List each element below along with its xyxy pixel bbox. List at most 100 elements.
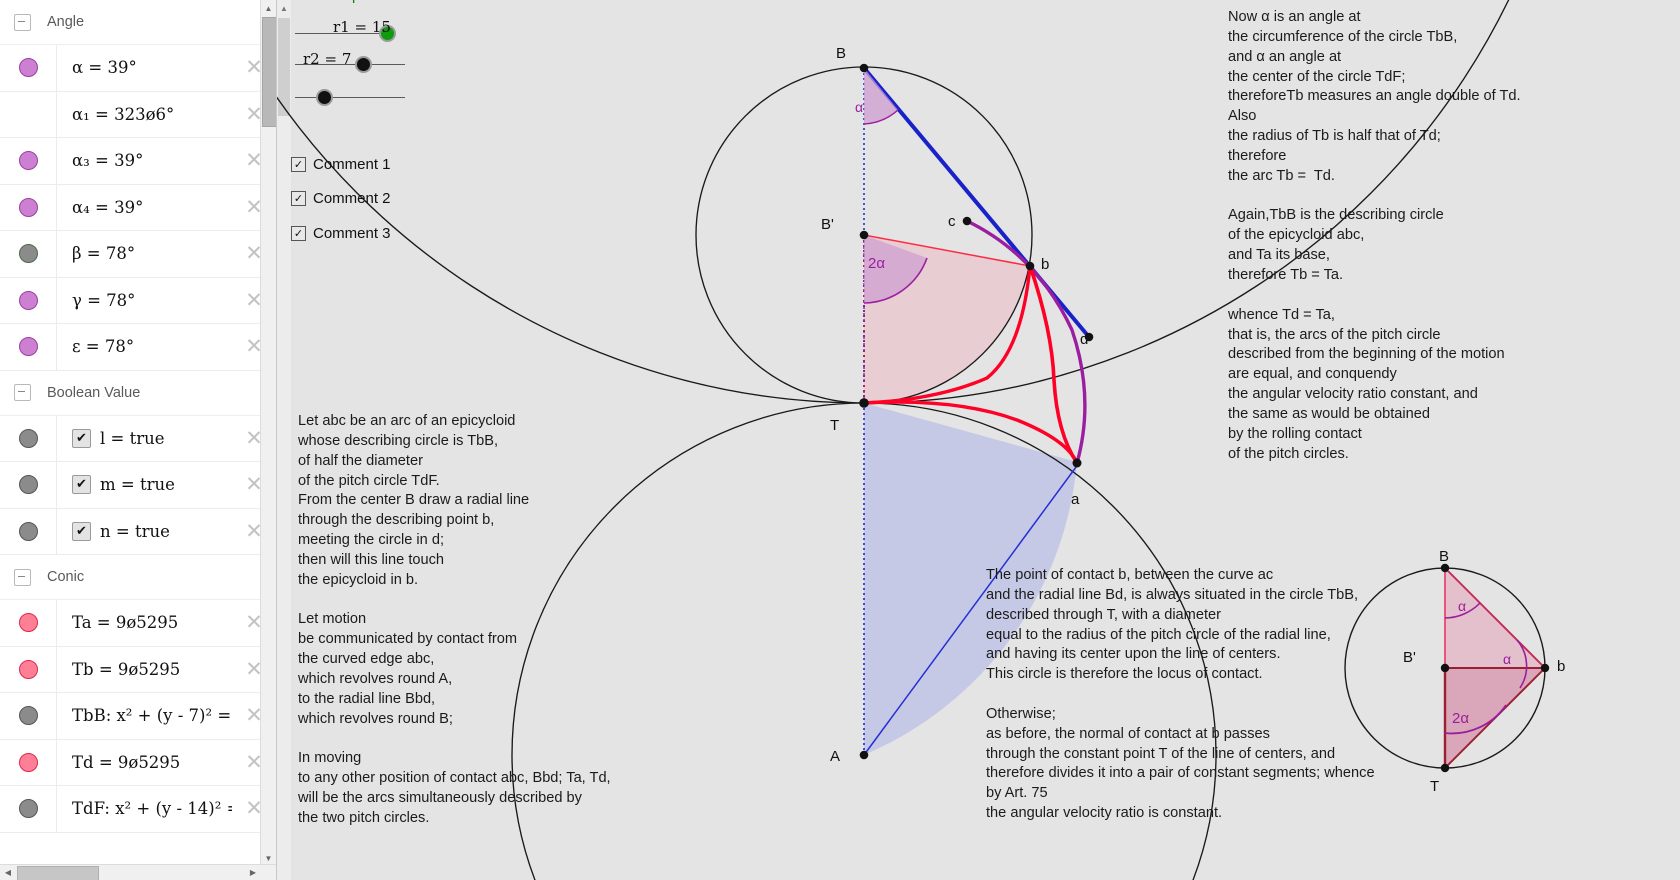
object-color-dot-icon[interactable] — [18, 151, 38, 171]
visibility-toggle[interactable] — [0, 45, 57, 91]
visibility-toggle[interactable] — [0, 462, 57, 508]
collapse-toggle-icon[interactable] — [14, 13, 31, 31]
group-header-angle[interactable]: Angle — [0, 0, 276, 45]
group-header-boolean-value[interactable]: Boolean Value — [0, 370, 276, 416]
delete-object-icon[interactable]: ✕ — [245, 56, 263, 80]
algebra-row[interactable]: β = 78° ✕ — [0, 231, 276, 278]
scroll-down-arrow-icon[interactable]: ▼ — [261, 850, 276, 866]
collapse-toggle-icon[interactable] — [14, 568, 31, 586]
sidebar-vertical-scrollbar[interactable]: ▲ ▼ — [260, 0, 276, 866]
algebra-row-label-wrap[interactable]: Td = 9ø5295 — [57, 740, 232, 786]
algebra-row[interactable]: ✔m = true✕ — [0, 462, 276, 509]
visibility-toggle[interactable] — [0, 138, 57, 184]
visibility-toggle[interactable] — [0, 693, 57, 739]
algebra-row-label-wrap[interactable]: TdF: x² + (y - 14)² = 196 — [57, 786, 232, 832]
visibility-toggle[interactable] — [0, 324, 57, 370]
visibility-toggle[interactable] — [0, 508, 57, 554]
object-color-dot-icon[interactable] — [18, 799, 38, 819]
delete-object-icon[interactable]: ✕ — [245, 611, 263, 635]
algebra-row-label-wrap[interactable]: Tb = 9ø5295 — [57, 647, 232, 693]
algebra-row[interactable]: α₁ = 323ø6° ✕ — [0, 91, 276, 138]
algebra-row[interactable]: ✔n = true ✕ — [0, 508, 276, 555]
sidebar-vertical-scrollbar-thumb[interactable] — [262, 17, 276, 127]
object-color-dot-icon[interactable] — [18, 337, 38, 357]
algebra-row[interactable]: Tb = 9ø5295✕ — [0, 646, 276, 693]
algebra-row-label-wrap[interactable]: ✔n = true — [57, 509, 232, 555]
algebra-row-label-wrap[interactable]: TbB: x² + (y - 7)² = 49 — [57, 693, 232, 739]
slider-track[interactable] — [295, 97, 405, 98]
visibility-toggle[interactable] — [0, 646, 57, 692]
delete-object-icon[interactable]: ✕ — [245, 750, 263, 774]
algebra-row-label-wrap[interactable]: β = 78° — [57, 231, 232, 277]
scroll-left-arrow-icon[interactable]: ◀ — [0, 865, 16, 880]
checkbox-comment-3[interactable]: ✓Comment 3 — [291, 225, 391, 242]
checkbox-box-icon[interactable]: ✓ — [291, 157, 306, 172]
object-color-dot-icon[interactable] — [19, 105, 38, 124]
algebra-row-label-wrap[interactable]: ✔m = true — [57, 462, 232, 508]
algebra-row[interactable]: α₄ = 39° ✕ — [0, 184, 276, 231]
algebra-row[interactable]: TdF: x² + (y - 14)² = 196 ✕ — [0, 786, 276, 833]
algebra-row[interactable]: Ta = 9ø5295 ✕ — [0, 600, 276, 647]
visibility-toggle[interactable] — [0, 415, 57, 461]
algebra-row-label-wrap[interactable]: α₄ = 39° — [57, 185, 232, 231]
delete-object-icon[interactable]: ✕ — [245, 519, 263, 543]
sidebar-horizontal-scrollbar[interactable]: ◀ ▶ — [0, 864, 276, 880]
visibility-toggle[interactable] — [0, 184, 57, 230]
algebra-row-label-wrap[interactable]: Ta = 9ø5295 — [57, 600, 232, 646]
algebra-row[interactable]: TbB: x² + (y - 7)² = 49 ✕ — [0, 693, 276, 740]
slider-handle-r2[interactable] — [315, 89, 333, 106]
slider-track[interactable] — [295, 33, 395, 34]
collapse-toggle-icon[interactable] — [14, 384, 31, 401]
algebra-row[interactable]: γ = 78° ✕ — [0, 277, 276, 324]
object-color-dot-icon[interactable] — [18, 521, 38, 541]
delete-object-icon[interactable]: ✕ — [245, 797, 263, 821]
graphics-scroll-up-icon[interactable]: ▲ — [280, 3, 288, 13]
algebra-row-label-wrap[interactable]: α₁ = 323ø6° — [57, 92, 232, 138]
object-color-dot-icon[interactable] — [18, 752, 38, 772]
sidebar-horizontal-scrollbar-thumb[interactable] — [17, 866, 99, 880]
delete-object-icon[interactable]: ✕ — [245, 195, 263, 219]
algebra-row[interactable]: Td = 9ø5295 ✕ — [0, 739, 276, 786]
scroll-up-arrow-icon[interactable]: ▲ — [261, 0, 276, 16]
visibility-toggle[interactable] — [0, 277, 57, 323]
group-header-conic[interactable]: Conic — [0, 555, 276, 600]
object-color-dot-icon[interactable] — [18, 428, 38, 448]
algebra-row[interactable]: α = 39° ✕ — [0, 45, 276, 92]
algebra-row-label-wrap[interactable]: α₃ = 39° — [57, 138, 232, 184]
delete-object-icon[interactable]: ✕ — [245, 149, 263, 173]
object-color-dot-icon[interactable] — [18, 659, 38, 679]
graphics-view[interactable]: ▲ — [277, 0, 1680, 880]
visibility-toggle[interactable] — [0, 231, 57, 277]
visibility-toggle[interactable] — [0, 739, 57, 785]
object-color-dot-icon[interactable] — [18, 58, 38, 78]
object-color-dot-icon[interactable] — [18, 475, 38, 495]
object-color-dot-icon[interactable] — [18, 197, 38, 217]
algebra-row-label-wrap[interactable]: α = 39° — [57, 45, 232, 91]
algebra-row-label-wrap[interactable]: ε = 78° — [57, 324, 232, 370]
delete-object-icon[interactable]: ✕ — [245, 242, 263, 266]
algebra-row[interactable]: α₃ = 39° ✕ — [0, 138, 276, 185]
object-color-dot-icon[interactable] — [18, 244, 38, 264]
visibility-toggle[interactable] — [0, 91, 57, 137]
checkbox-comment-2[interactable]: ✓Comment 2 — [291, 190, 391, 207]
visibility-toggle[interactable] — [0, 600, 57, 646]
algebra-row[interactable]: ✔l = true✕ — [0, 415, 276, 462]
boolean-checkbox[interactable]: ✔ — [72, 475, 91, 495]
checkbox-comment-1[interactable]: ✓Comment 1 — [291, 156, 391, 173]
object-color-dot-icon[interactable] — [18, 613, 38, 633]
boolean-checkbox[interactable]: ✔ — [72, 428, 91, 448]
algebra-row[interactable]: ε = 78° ✕ — [0, 324, 276, 371]
object-color-dot-icon[interactable] — [18, 706, 38, 726]
graphics-view-scrollbar-thumb[interactable] — [278, 18, 290, 116]
slider-handle-r1[interactable] — [355, 56, 373, 73]
delete-object-icon[interactable]: ✕ — [245, 704, 263, 728]
checkbox-box-icon[interactable]: ✓ — [291, 191, 306, 206]
delete-object-icon[interactable]: ✕ — [245, 102, 263, 126]
delete-object-icon[interactable]: ✕ — [245, 335, 263, 359]
delete-object-icon[interactable]: ✕ — [245, 426, 263, 450]
slider-track[interactable] — [295, 64, 405, 65]
checkbox-box-icon[interactable]: ✓ — [291, 226, 306, 241]
algebra-row-label-wrap[interactable]: γ = 78° — [57, 278, 232, 324]
boolean-checkbox[interactable]: ✔ — [72, 521, 91, 541]
delete-object-icon[interactable]: ✕ — [245, 288, 263, 312]
